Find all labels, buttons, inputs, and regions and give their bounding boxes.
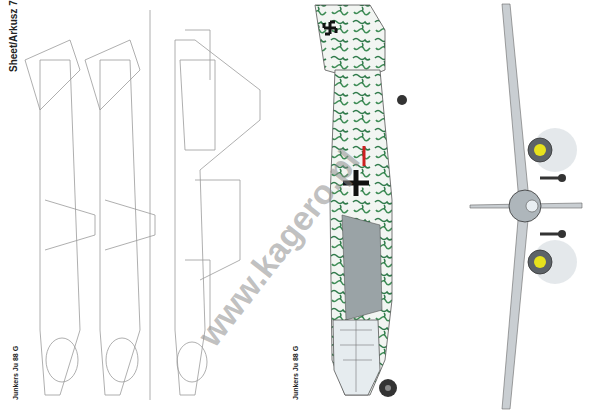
aircraft-type: Junkers Ju 88 G (292, 346, 299, 400)
sheet-number: Sheet/Arkusz 7 (8, 0, 19, 72)
aircraft-type: Junkers Ju 88 G (12, 346, 19, 400)
